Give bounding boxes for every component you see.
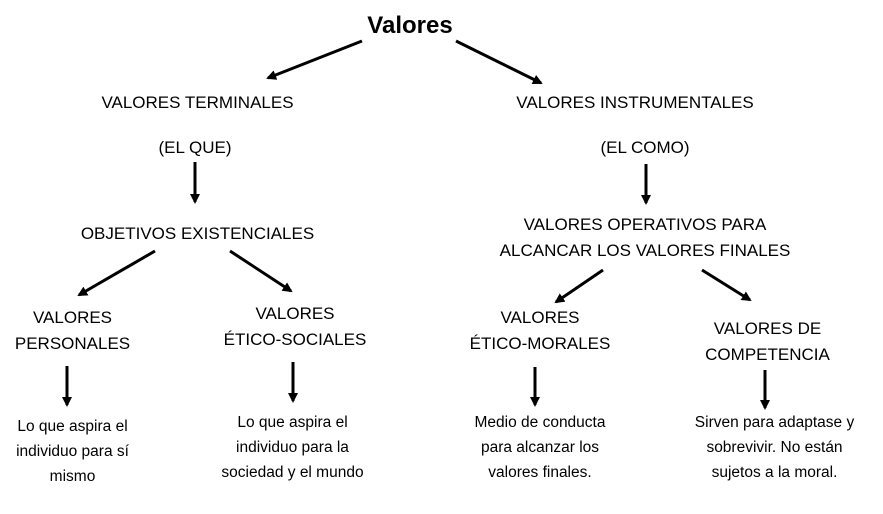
- arrow-title-to-terminales: [266, 39, 363, 80]
- node-valores-competencia: VALORES DE COMPETENCIA: [705, 319, 830, 364]
- node-valores-operativos: VALORES OPERATIVOS PARA ALCANCAR LOS VAL…: [499, 215, 791, 260]
- node-valores-etico-morales: VALORES ÉTICO-MORALES: [469, 308, 611, 353]
- desc-valores-etico-morales: Medio de conducta para alcanzar los valo…: [474, 414, 606, 481]
- desc-valores-competencia: Sirven para adaptase y sobrevivir. No es…: [694, 414, 855, 481]
- arrow-title-to-instrumentales: [455, 39, 543, 85]
- desc-valores-personales: Lo que aspira el individuo para sí mismo: [16, 418, 129, 485]
- node-el-como: (EL COMO): [600, 138, 690, 157]
- desc-valores-etico-sociales: Lo que aspira el individuo para la socie…: [221, 414, 364, 481]
- arrow-operativos-to-competencia: [701, 268, 752, 302]
- node-valores-instrumentales: VALORES INSTRUMENTALES: [516, 93, 754, 112]
- arrow-operativos-to-eticos-morales: [554, 268, 604, 304]
- node-valores-terminales: VALORES TERMINALES: [101, 93, 294, 112]
- node-valores-personales: VALORES PERSONALES: [14, 308, 131, 353]
- node-el-que: (EL QUE): [158, 138, 232, 157]
- diagram-title: Valores: [367, 12, 453, 39]
- node-valores-etico-sociales: VALORES ÉTICO-SOCIALES: [223, 304, 367, 349]
- arrow-objetivos-to-personales: [77, 249, 156, 297]
- node-objetivos-existenciales: OBJETIVOS EXISTENCIALES: [80, 224, 315, 243]
- arrow-objetivos-to-eticos-sociales: [229, 249, 293, 293]
